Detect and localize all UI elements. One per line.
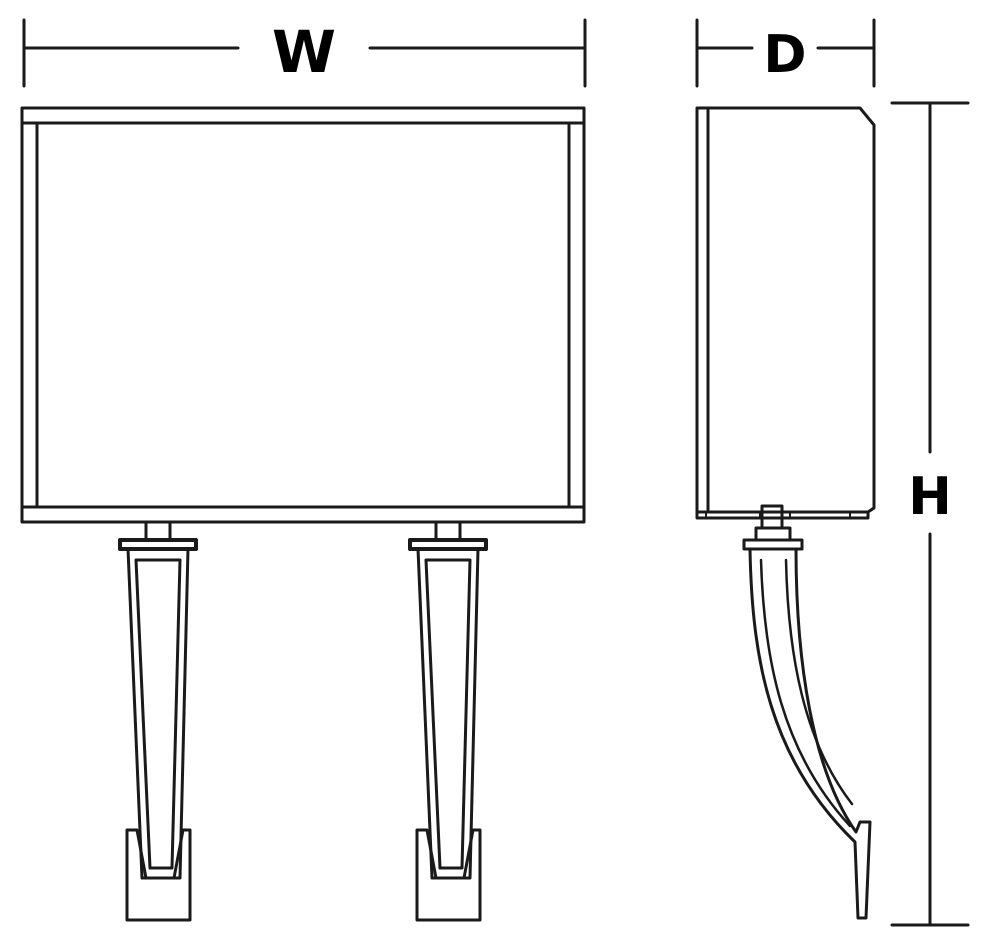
right-bracket <box>408 520 488 922</box>
width-dimension <box>22 18 587 88</box>
left-bracket <box>118 520 198 922</box>
height-label: H <box>908 467 952 527</box>
front-view <box>20 18 587 922</box>
width-label: W <box>272 18 336 86</box>
tank-side <box>695 106 876 530</box>
side-view <box>695 18 970 927</box>
depth-label: D <box>763 25 806 85</box>
side-bracket <box>742 526 872 920</box>
tank-front <box>20 106 586 524</box>
depth-dimension <box>695 18 876 88</box>
height-dimension <box>890 101 970 927</box>
